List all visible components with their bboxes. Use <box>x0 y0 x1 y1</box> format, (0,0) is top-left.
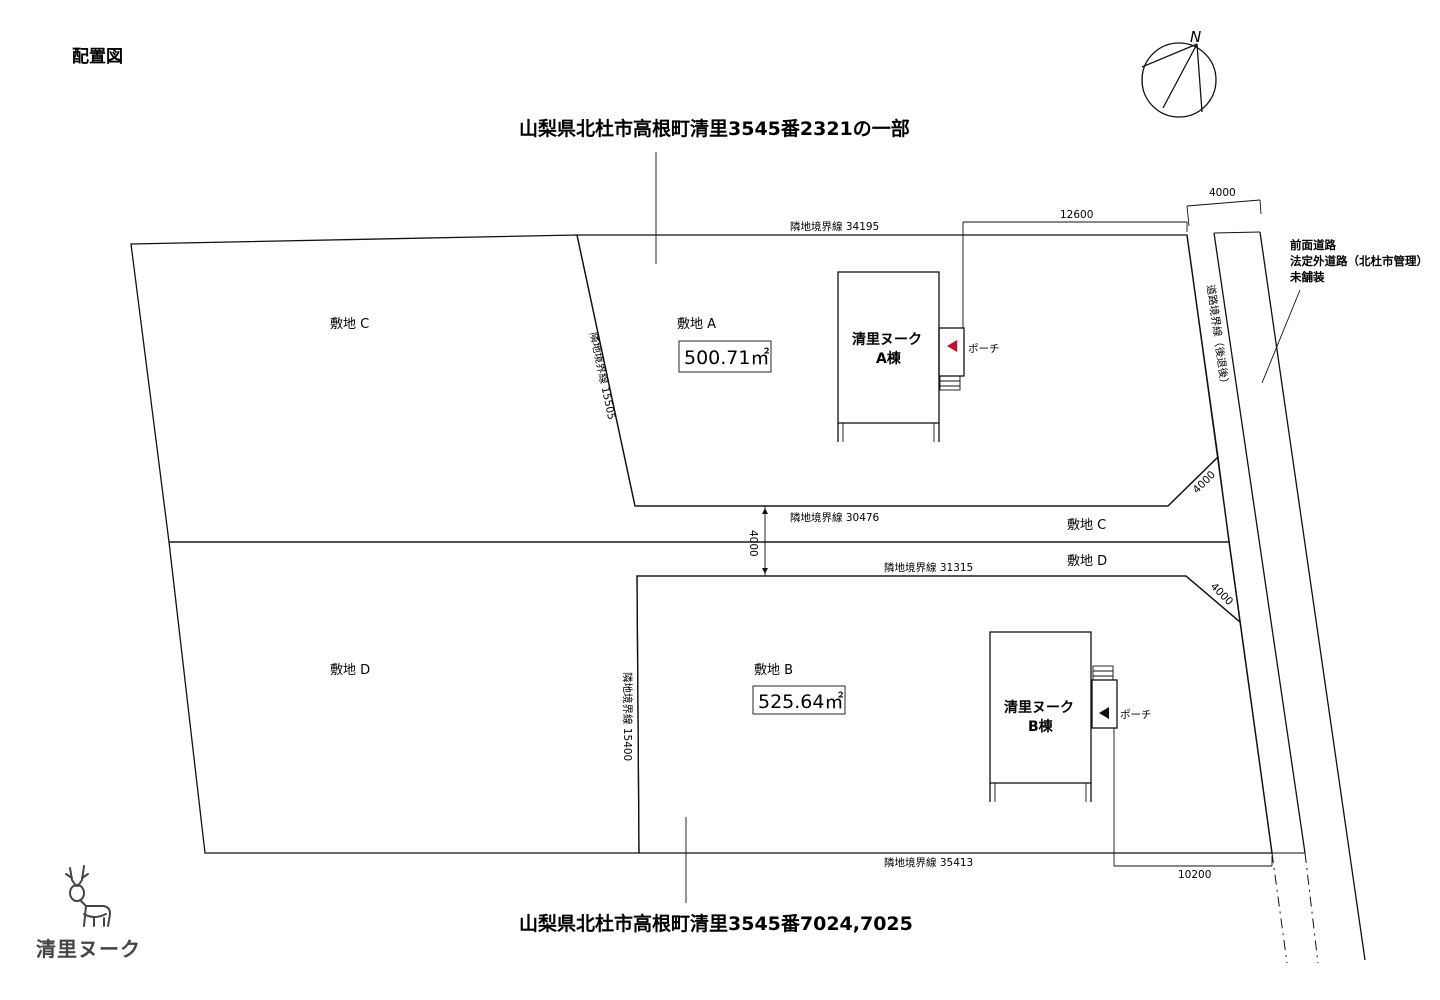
dim-corner-b: 4000 <box>1208 581 1235 608</box>
lot-a-area: 500.71㎡ <box>684 346 769 369</box>
building-a-sub: A棟 <box>876 350 902 367</box>
porch-a-label: ポーチ <box>968 343 1000 355</box>
lot-a-label: 敷地 A <box>677 317 716 332</box>
porch-a-marker <box>947 340 957 352</box>
address-bottom: 山梨県北杜市高根町清里3545番7024,7025 <box>519 912 913 935</box>
lot-d-label: 敷地 D <box>330 663 370 678</box>
dim-a-setback: 12600 <box>1060 209 1093 221</box>
lot-b <box>636 575 1273 854</box>
dim-gap: 4000 <box>747 530 759 557</box>
dim-b-setback: 10200 <box>1178 869 1211 881</box>
building-b-name: 清里ヌーク <box>1004 699 1074 716</box>
boundary-a-bottom: 隣地境界線 30476 <box>790 511 880 524</box>
lot-d <box>168 541 1241 854</box>
building-b <box>989 631 1118 802</box>
lot-c-label: 敷地 C <box>330 317 369 332</box>
north-label: N <box>1190 28 1201 46</box>
building-a <box>837 271 965 442</box>
dim-corner-a: 4000 <box>1191 469 1218 496</box>
north-arrow-icon <box>1141 42 1217 118</box>
building-b-sub: B棟 <box>1028 718 1054 735</box>
lot-b-area: 525.64㎡ <box>758 690 843 713</box>
address-top: 山梨県北杜市高根町清里3545番2321の一部 <box>519 117 910 140</box>
brand-name: 清里ヌーク <box>36 937 141 961</box>
lot-b-label: 敷地 B <box>754 663 793 678</box>
road-note-3: 未舗装 <box>1289 270 1325 284</box>
porch-b-label: ポーチ <box>1120 709 1152 721</box>
lot-d-label-right: 敷地 D <box>1067 554 1107 569</box>
lot-a <box>576 234 1219 507</box>
boundary-b-top: 隣地境界線 31315 <box>884 561 973 574</box>
building-a-name: 清里ヌーク <box>852 331 922 348</box>
lot-c-label-right: 敷地 C <box>1067 518 1106 533</box>
lot-c <box>130 234 1230 543</box>
road-note-1: 前面道路 <box>1290 238 1336 252</box>
dim-road-width: 4000 <box>1209 187 1236 199</box>
boundary-bottom: 隣地境界線 35413 <box>884 856 973 869</box>
porch-b-marker <box>1099 707 1109 719</box>
boundary-top: 隣地境界線 34195 <box>790 220 879 233</box>
boundary-road: 道路境界線（後退後） <box>1204 284 1231 390</box>
boundary-a-left: 隣地境界線 15505 <box>587 331 618 421</box>
deer-logo-icon <box>65 865 112 927</box>
page-title: 配置図 <box>72 47 123 67</box>
boundary-b-left: 隣地境界線 15400 <box>621 672 634 761</box>
road-note-2: 法定外道路（北杜市管理） <box>1290 254 1428 268</box>
